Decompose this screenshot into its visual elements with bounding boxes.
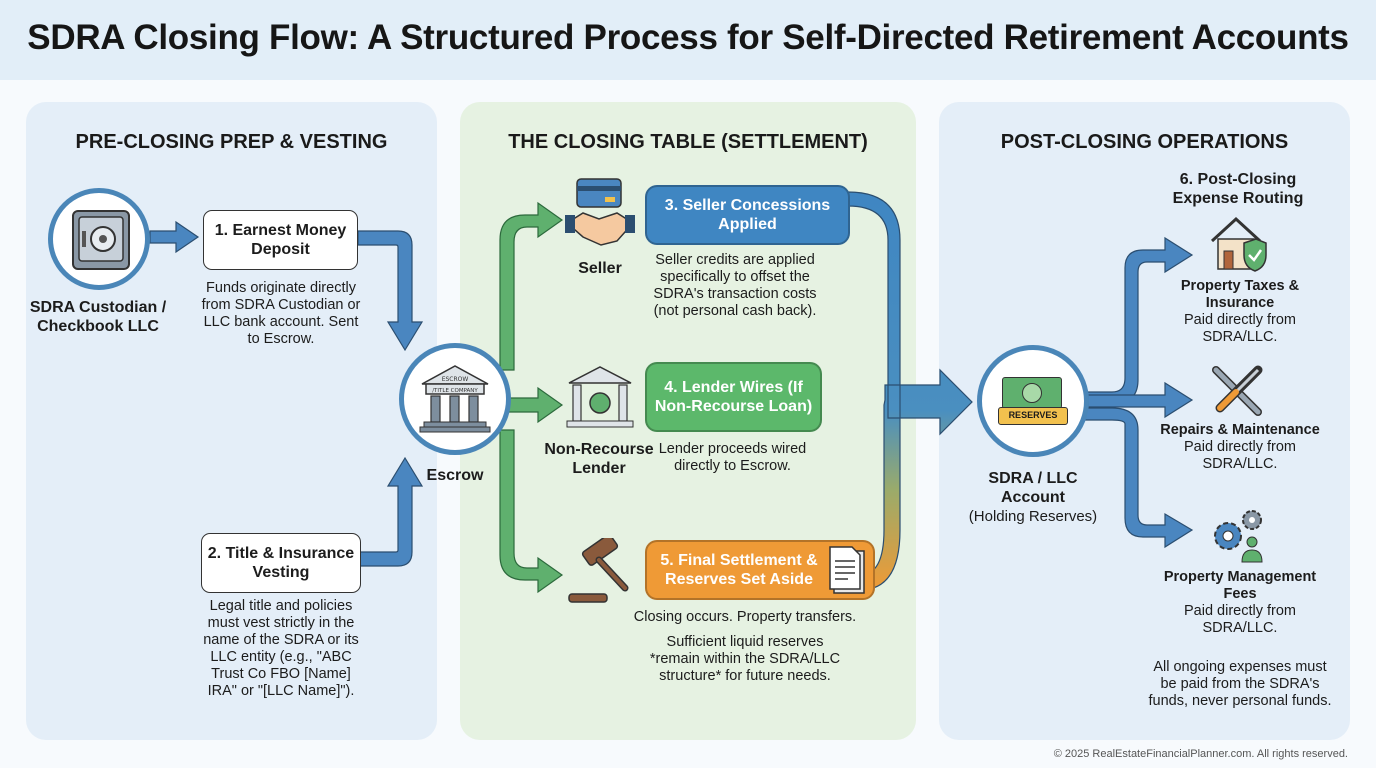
expense-management-title: Property Management Fees [1163, 569, 1317, 602]
safe-icon [72, 210, 130, 270]
step6-title: 6. Post-Closing Expense Routing [1172, 171, 1304, 207]
gears-person-icon [1214, 510, 1263, 563]
step2-desc: Legal title and policies must vest stric… [203, 598, 359, 699]
expense-taxes-title: Property Taxes & Insurance [1180, 278, 1300, 311]
arrow-step1-to-escrow [357, 230, 424, 352]
step4-box: 4. Lender Wires (If Non-Recourse Loan) [645, 362, 822, 432]
expense-repairs-desc: Paid directly from SDRA/LLC. [1183, 439, 1296, 472]
reserves-tag: RESERVES [998, 407, 1068, 425]
step3-desc: Seller credits are applied specifically … [653, 252, 817, 319]
page-title: SDRA Closing Flow: A Structured Process … [27, 18, 1349, 57]
escrow-sign-text: ESCROW [442, 376, 469, 383]
house-shield-icon [1210, 216, 1267, 272]
expense-repairs: Repairs & Maintenance Paid directly from… [1160, 422, 1320, 473]
cash-reserves-icon: RESERVES [998, 373, 1068, 429]
expense-management-desc: Paid directly from SDRA/LLC. [1183, 603, 1296, 636]
post-closing-title: POST-CLOSING OPERATIONS [1000, 131, 1289, 153]
footer-copyright: © 2025 RealEstateFinancialPlanner.com. A… [1053, 748, 1348, 760]
arrow-to-repairs [1087, 381, 1194, 419]
step3-box: 3. Seller Concessions Applied [645, 185, 850, 245]
arrow-escrow-to-lender [507, 386, 564, 424]
handshake-card-icon [565, 178, 635, 246]
arrow-to-management [1084, 407, 1194, 549]
arrow-escrow-to-seller [499, 201, 564, 371]
expense-repairs-title: Repairs & Maintenance [1160, 422, 1320, 438]
bank-building-icon: ESCROW /TITLE COMPANY [419, 365, 491, 433]
step5-desc1: Closing occurs. Property transfers. [633, 609, 857, 625]
account-circle: RESERVES [977, 345, 1089, 457]
step4-desc: Lender proceeds wired directly to Escrow… [658, 441, 807, 474]
arrow-step2-to-escrow [359, 456, 424, 567]
custodian-circle [48, 188, 150, 290]
arrow-to-taxes [1084, 236, 1194, 405]
wrench-screwdriver-icon [1212, 365, 1263, 416]
arrow-closing-to-account [847, 191, 973, 591]
step5-title: 5. Final Settlement & Reserves Set Aside [660, 552, 818, 588]
pre-closing-title: PRE-CLOSING PREP & VESTING [75, 131, 388, 153]
header-band [0, 0, 1376, 80]
gavel-icon [568, 538, 629, 603]
arrow-escrow-to-settlement [499, 429, 564, 594]
step2-box: 2. Title & Insurance Vesting [201, 533, 361, 593]
expense-taxes: Property Taxes & Insurance Paid directly… [1160, 278, 1320, 346]
seller-label: Seller [578, 260, 622, 277]
document-icon [829, 546, 865, 594]
escrow-label: Escrow [426, 467, 484, 484]
closing-title: THE CLOSING TABLE (SETTLEMENT) [508, 131, 868, 153]
custodian-label: SDRA Custodian / Checkbook LLC [29, 299, 167, 335]
expense-taxes-desc: Paid directly from SDRA/LLC. [1183, 312, 1296, 345]
lender-label: Non-Recourse Lender [544, 441, 654, 477]
post-note: All ongoing expenses must be paid from t… [1148, 659, 1332, 709]
step1-box: 1. Earnest Money Deposit [203, 210, 358, 270]
account-sub: (Holding Reserves) [968, 508, 1098, 525]
arrow-custodian-to-step1 [149, 220, 200, 254]
step5-desc2: Sufficient liquid reserves *remain withi… [649, 634, 841, 684]
step1-desc: Funds originate directly from SDRA Custo… [201, 280, 361, 347]
expense-management: Property Management Fees Paid directly f… [1160, 569, 1320, 637]
lender-bank-icon [566, 366, 634, 428]
svg-text:/TITLE COMPANY: /TITLE COMPANY [432, 388, 478, 394]
escrow-circle: ESCROW /TITLE COMPANY [399, 343, 511, 455]
account-label: SDRA / LLC Account [988, 470, 1078, 506]
